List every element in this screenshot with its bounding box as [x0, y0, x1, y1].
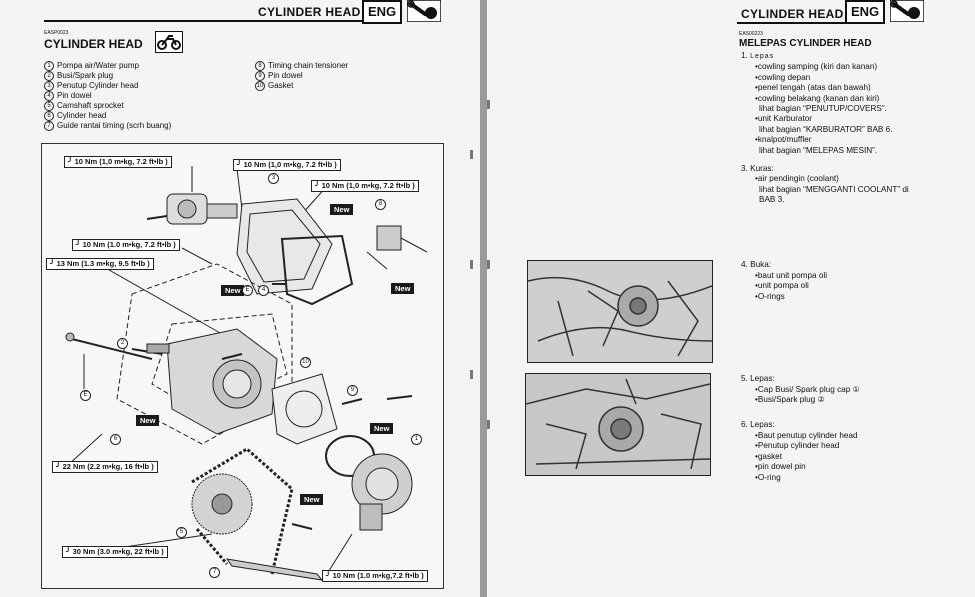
photo-oil-pump	[527, 260, 713, 363]
exploded-view-diagram: ╯ 10 Nm (1,0 m•kg, 7.2 ft•lb ) ╯ 10 Nm (…	[41, 143, 444, 589]
torque-spec: ╯ 10 Nm (1,0 m•kg, 7.2 ft•lb )	[233, 159, 341, 171]
wrench-icon: ╯	[68, 157, 73, 166]
binder-hole	[470, 260, 473, 269]
callout-2: 2	[117, 338, 128, 349]
page-header-title: CYLINDER HEAD	[258, 5, 361, 19]
callout-4: 4	[258, 285, 269, 296]
new-part-tag: New	[370, 423, 394, 434]
wrench-icon: ╯	[76, 240, 81, 249]
header-rule	[44, 20, 362, 22]
torque-spec: ╯ 10 Nm (1,0 m•kg, 7.2 ft•lb )	[311, 180, 419, 192]
torque-spec: ╯ 13 Nm (1.3 m•kg, 9.5 ft•lb )	[46, 258, 154, 270]
new-part-tag: New	[221, 285, 245, 296]
page-header-title: CYLINDER HEAD	[741, 7, 844, 21]
binder-hole	[470, 370, 473, 379]
section-title: MELEPAS CYLINDER HEAD	[739, 38, 872, 49]
section-code: EAS00223	[739, 31, 763, 37]
callout-3: 3	[268, 173, 279, 184]
book-gutter	[480, 0, 487, 597]
wrench-icon: ╯	[50, 259, 55, 268]
new-part-tag: New	[391, 283, 415, 294]
wrench-icon: ╯	[56, 462, 61, 471]
motorcycle-icon	[155, 31, 183, 53]
wrench-engine-icon	[407, 0, 441, 22]
eng-badge: ENG	[845, 0, 886, 24]
callout-7: 7	[209, 567, 220, 578]
wrench-icon: ╯	[315, 181, 320, 190]
new-part-tag: New	[300, 494, 324, 505]
step-4: 4. Buka: •baut unit pompa oli •unit pomp…	[741, 260, 828, 301]
engine-photo-illustration	[526, 374, 710, 475]
wrench-icon: ╯	[66, 547, 71, 556]
callout-5: 5	[176, 527, 187, 538]
torque-spec: ╯ 10 Nm (1.0 m•kg,7.2 ft•lb )	[322, 570, 428, 582]
callout-e: E	[242, 285, 253, 296]
callout-10: 10	[300, 357, 311, 368]
wrench-icon: ╯	[326, 571, 331, 580]
binder-hole	[487, 420, 490, 429]
section-code: EASP0023	[44, 30, 69, 36]
right-page: CYLINDER HEAD ENG EAS00223 MELEPAS CYLIN…	[487, 0, 975, 597]
binder-hole	[487, 100, 490, 109]
photo-cylinder-head	[525, 373, 711, 476]
callout-6: 6	[110, 434, 121, 445]
callout-8: 8	[375, 199, 386, 210]
callout-e: E	[80, 390, 91, 401]
step-6: 6. Lepas: •Baut penutup cylinder head •P…	[741, 420, 858, 482]
torque-spec: ╯ 22 Nm (2.2 m•kg, 16 ft•lb )	[52, 461, 158, 473]
torque-spec: ╯ 10 Nm (1,0 m•kg, 7.2 ft•lb )	[64, 156, 172, 168]
step-5: 5. Lepas: •Cap Busi/ Spark plug cap ① •B…	[741, 374, 860, 405]
callout-1: 1	[411, 434, 422, 445]
binder-hole	[470, 150, 473, 159]
step-3: 3. Kuras: •air pendingin (coolant) lihat…	[741, 164, 909, 205]
left-page: CYLINDER HEAD ENG EASP0023 CYLINDER HEAD…	[0, 0, 480, 597]
header-rule	[737, 22, 845, 24]
section-title: CYLINDER HEAD	[44, 37, 143, 51]
cylinder-head-exploded-drawing	[65, 166, 428, 581]
wrench-engine-icon	[890, 0, 924, 22]
engine-photo-illustration	[528, 261, 712, 362]
wrench-icon: ╯	[237, 160, 242, 169]
eng-badge: ENG	[362, 0, 403, 24]
new-part-tag: New	[330, 204, 354, 215]
binder-hole	[487, 260, 490, 269]
torque-spec: ╯ 10 Nm (1.0 m•kg, 7.2 ft•lb )	[72, 239, 180, 251]
new-part-tag: New	[136, 415, 160, 426]
step-1: 1. Lepas •cowling samping (kiri dan kana…	[741, 51, 893, 155]
torque-spec: ╯ 30 Nm (3.0 m•kg, 22 ft•lb )	[62, 546, 168, 558]
callout-9: 9	[347, 385, 358, 396]
